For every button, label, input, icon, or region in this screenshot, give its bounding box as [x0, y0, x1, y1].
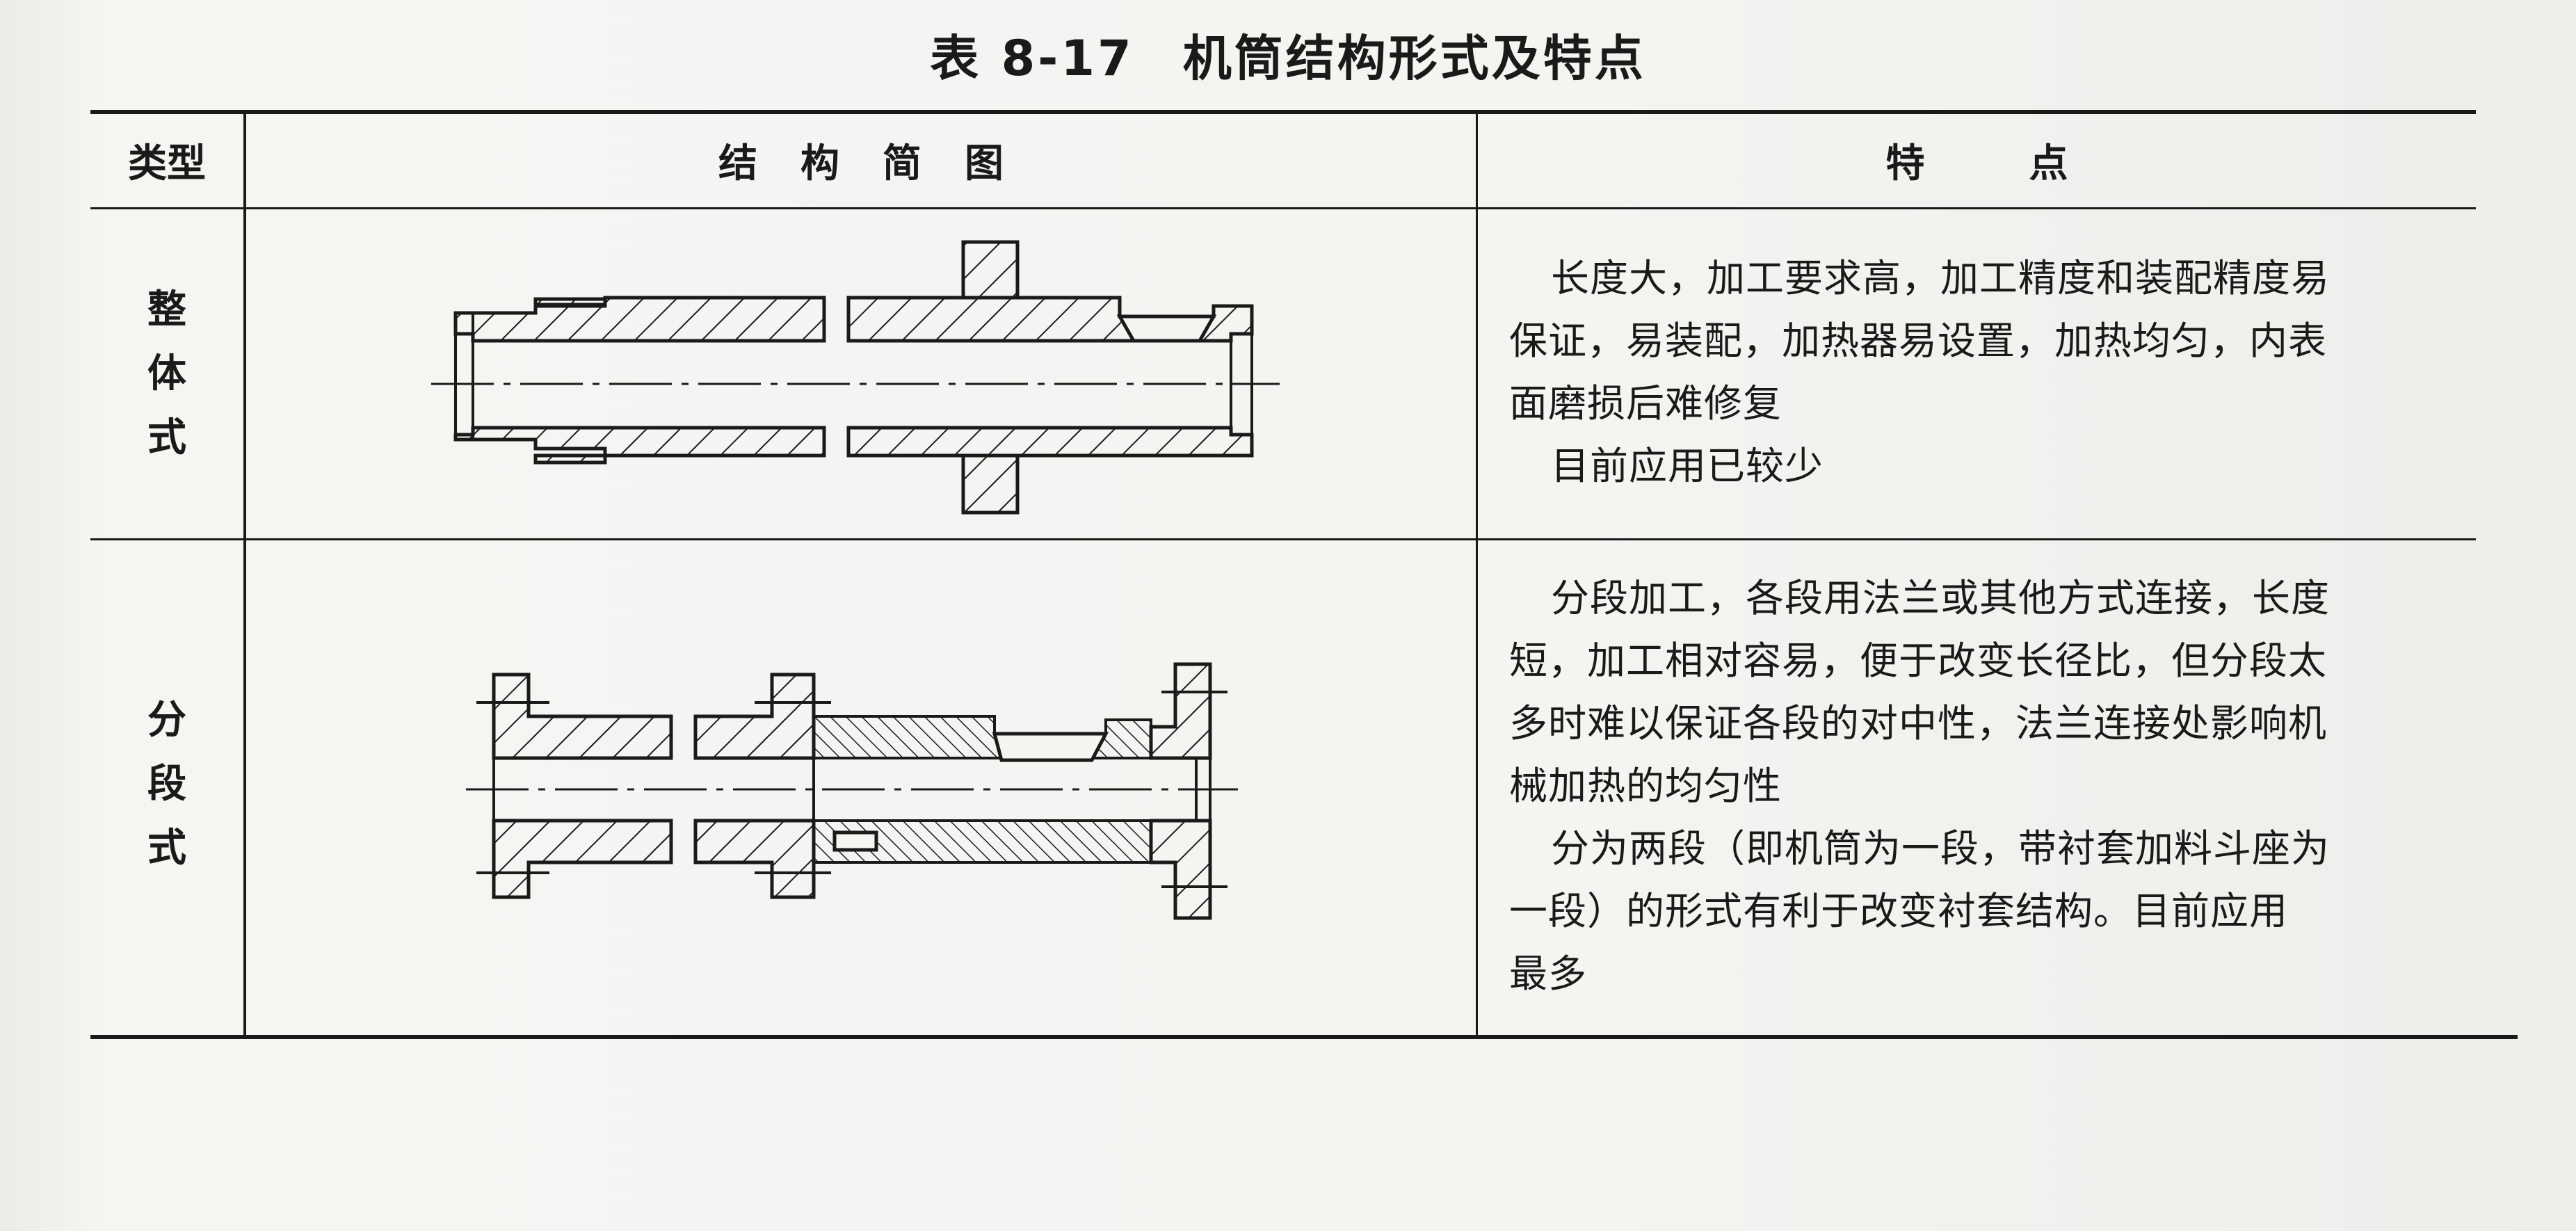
header-features: 特点 — [1885, 141, 2173, 186]
feature-line: 分段加工，各段用法兰或其他方式连接，长度 — [1551, 576, 2331, 620]
feature-line: 一段）的形式有利于改变衬套结构。目前应用 — [1509, 889, 2289, 933]
column-divider-1 — [243, 111, 246, 1038]
table-number: 表 8-17 — [930, 30, 1134, 87]
feature-line: 多时难以保证各段的对中性，法兰连接处影响机 — [1509, 701, 2328, 746]
row-type-segmented: 分段式 — [90, 689, 243, 880]
column-divider-2 — [1476, 111, 1478, 1038]
header-type: 类型 — [128, 141, 206, 186]
row-divider — [90, 538, 2476, 540]
header-bottom-rule — [90, 207, 2476, 209]
features-integral: 长度大，加工要求高，加工精度和装配精度易 保证，易装配，加热器易设置，加热均匀，… — [1509, 247, 2469, 497]
table-top-rule — [90, 110, 2476, 114]
feature-line: 械加热的均匀性 — [1509, 764, 1782, 808]
type-label: 分段式 — [147, 698, 186, 871]
segmented-barrel-diagram — [466, 662, 1238, 920]
table-title: 表 8-17 机筒结构形式及特点 — [0, 19, 2576, 96]
features-segmented: 分段加工，各段用法兰或其他方式连接，长度 短，加工相对容易，便于改变长径比，但分… — [1509, 567, 2469, 1005]
feature-line: 保证，易装配，加热器易设置，加热均匀，内表 — [1509, 319, 2328, 363]
header-diagram: 结构简图 — [718, 141, 1047, 186]
row-type-integral: 整体式 — [90, 278, 243, 470]
feature-line: 目前应用已较少 — [1551, 444, 1824, 488]
integral-barrel-diagram — [431, 240, 1280, 515]
feature-line: 最多 — [1509, 951, 1588, 996]
feature-line: 面磨损后难修复 — [1509, 381, 1782, 426]
type-label: 整体式 — [147, 287, 186, 460]
feature-line: 短，加工相对容易，便于改变长径比，但分段太 — [1509, 638, 2328, 683]
table-caption: 机筒结构形式及特点 — [1182, 30, 1646, 87]
feature-line: 长度大，加工要求高，加工精度和装配精度易 — [1551, 256, 2331, 300]
feature-line: 分为两段（即机筒为一段，带衬套加料斗座为 — [1551, 826, 2331, 871]
table-bottom-rule — [90, 1035, 2518, 1039]
